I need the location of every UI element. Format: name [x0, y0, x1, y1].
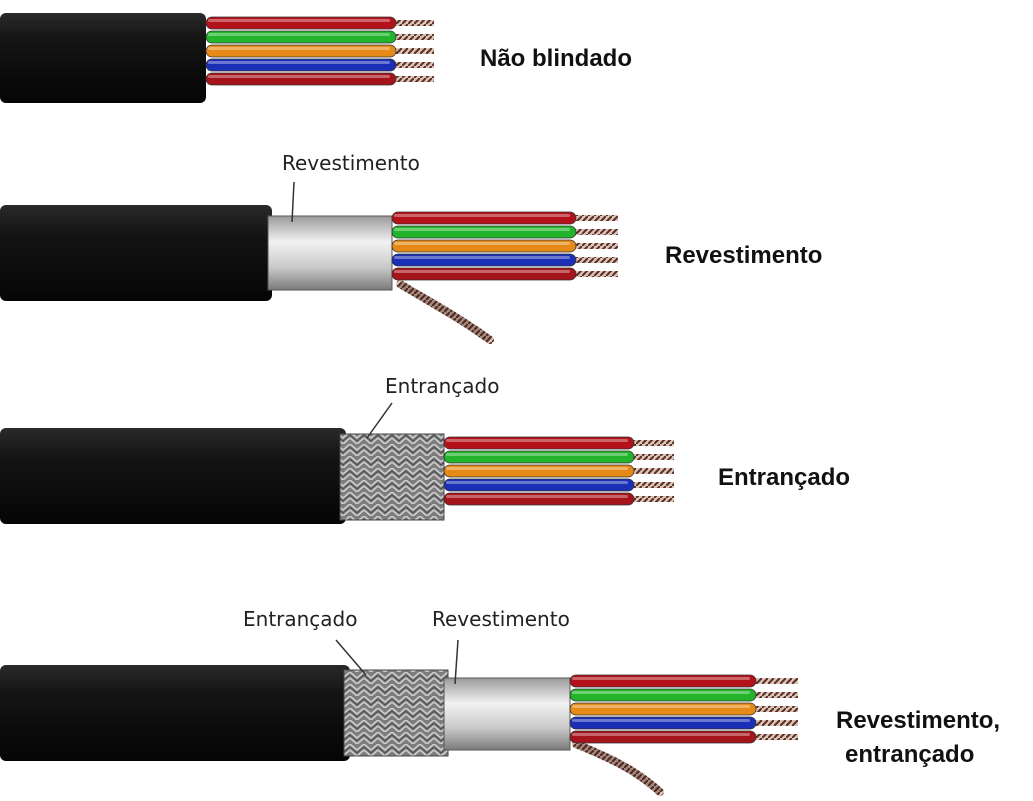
- wire-highlight: [208, 33, 390, 36]
- callout-leader: [454, 639, 459, 685]
- wire-highlight: [394, 270, 570, 273]
- cable-braid: Entrançado Entrançado: [0, 374, 850, 524]
- conductor-strand: [630, 454, 674, 460]
- conductor-strand: [630, 496, 674, 502]
- conductor-strand: [572, 229, 618, 235]
- wire-highlight: [394, 228, 570, 231]
- jacket: [0, 665, 350, 761]
- conductor-strand: [752, 720, 798, 726]
- wire-highlight: [208, 19, 390, 22]
- wire-highlight: [208, 47, 390, 50]
- cable-foil: Revestimento Revestimento: [0, 151, 822, 344]
- braid-shield: [339, 433, 445, 521]
- jacket: [0, 428, 346, 524]
- conductor-wire: [391, 211, 577, 225]
- conductor-wire: [569, 716, 757, 730]
- conductor-strand: [392, 20, 434, 26]
- conductor-strand: [572, 243, 618, 249]
- conductor-strand: [752, 678, 798, 684]
- wire-bundle: [569, 674, 798, 744]
- conductor-strand: [392, 62, 434, 68]
- foil-shield: [443, 677, 571, 751]
- wire-highlight: [572, 705, 750, 708]
- callout-label: Entrançado: [385, 374, 500, 398]
- wire-highlight: [572, 677, 750, 680]
- conductor-strand: [752, 706, 798, 712]
- conductor-wire: [205, 58, 397, 72]
- conductor-strand: [630, 468, 674, 474]
- callout-label: Revestimento: [432, 607, 570, 631]
- wire-bundle: [443, 436, 674, 506]
- cable-title-line: Revestimento,: [836, 707, 1000, 734]
- conductor-wire: [205, 16, 397, 30]
- conductor-strand: [572, 257, 618, 263]
- conductor-wire: [205, 44, 397, 58]
- conductor-wire: [569, 674, 757, 688]
- wire-bundle: [391, 211, 618, 281]
- callout-leader: [291, 181, 295, 223]
- cable-unshielded: Não blindado: [0, 13, 632, 103]
- wire-highlight: [394, 242, 570, 245]
- wire-highlight: [572, 719, 750, 722]
- wire-highlight: [446, 439, 628, 442]
- conductor-wire: [569, 730, 757, 744]
- cable-title: Revestimento, entrançado: [836, 707, 1007, 768]
- callout-label: Revestimento: [282, 151, 420, 175]
- wire-highlight: [394, 214, 570, 217]
- conductor-strand: [752, 734, 798, 740]
- conductor-strand: [572, 271, 618, 277]
- braid-shield: [343, 669, 449, 757]
- wire-highlight: [208, 75, 390, 78]
- wire-highlight: [572, 733, 750, 736]
- callout-label: Entrançado: [243, 607, 358, 631]
- foil-shield: [267, 215, 393, 291]
- conductor-wire: [443, 464, 635, 478]
- conductor-wire: [443, 450, 635, 464]
- cable-title-line: entrançado: [845, 741, 974, 768]
- drain-wire: [396, 280, 494, 344]
- cable-title: Revestimento: [665, 242, 822, 269]
- wire-highlight: [572, 691, 750, 694]
- callout-leader: [335, 639, 367, 676]
- conductor-strand: [392, 76, 434, 82]
- conductor-strand: [630, 440, 674, 446]
- conductor-wire: [205, 72, 397, 86]
- wire-highlight: [394, 256, 570, 259]
- cable-title: Entrançado: [718, 464, 850, 491]
- conductor-strand: [752, 692, 798, 698]
- conductor-wire: [391, 267, 577, 281]
- wire-bundle: [205, 16, 434, 86]
- wire-highlight: [446, 467, 628, 470]
- conductor-wire: [443, 492, 635, 506]
- drain-wire: [572, 740, 664, 796]
- conductor-wire: [391, 239, 577, 253]
- conductor-strand: [392, 34, 434, 40]
- wire-highlight: [446, 453, 628, 456]
- wire-highlight: [446, 495, 628, 498]
- jacket: [0, 205, 272, 301]
- conductor-wire: [391, 253, 577, 267]
- conductor-wire: [443, 478, 635, 492]
- conductor-wire: [569, 702, 757, 716]
- conductor-wire: [205, 30, 397, 44]
- conductor-strand: [392, 48, 434, 54]
- wire-highlight: [446, 481, 628, 484]
- cable-braid-foil: Entrançado Revestimento Revestimento, en…: [0, 607, 1007, 796]
- conductor-strand: [630, 482, 674, 488]
- conductor-wire: [443, 436, 635, 450]
- cable-title: Não blindado: [480, 45, 632, 72]
- wire-highlight: [208, 61, 390, 64]
- conductor-wire: [391, 225, 577, 239]
- conductor-wire: [569, 688, 757, 702]
- jacket: [0, 13, 206, 103]
- callout-leader: [366, 402, 393, 439]
- conductor-strand: [572, 215, 618, 221]
